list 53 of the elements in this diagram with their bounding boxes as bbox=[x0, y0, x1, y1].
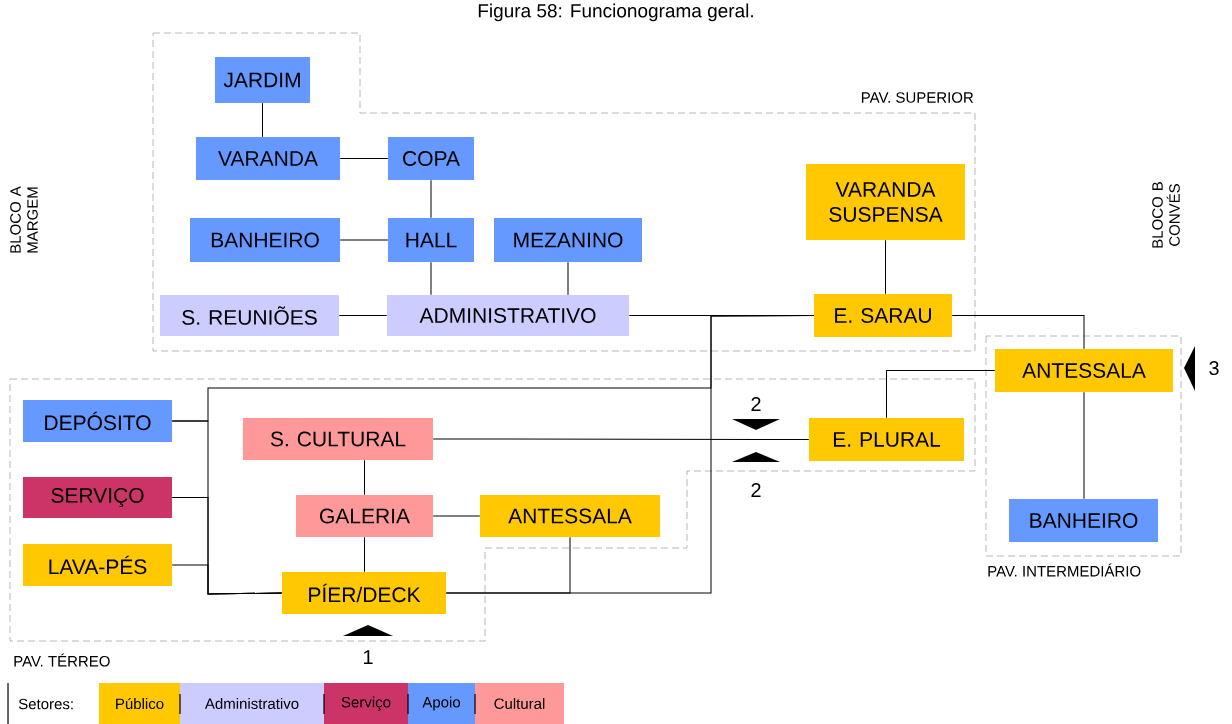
room-box: MEZANINO bbox=[494, 218, 642, 262]
room-box: VARANDA bbox=[196, 137, 340, 180]
legend-item: Administrativo bbox=[180, 683, 324, 724]
floor-label: PAV. TÉRREO bbox=[14, 653, 110, 667]
room-box: S. CULTURAL bbox=[243, 418, 433, 460]
connector-line bbox=[951, 315, 1085, 350]
room-box: LAVA-PÉS bbox=[23, 544, 172, 586]
connector-line bbox=[885, 239, 886, 295]
section-number: 2 bbox=[751, 397, 761, 411]
connector-line bbox=[432, 438, 810, 440]
room-box: SERVIÇO bbox=[23, 477, 172, 518]
room-box: E. PLURAL bbox=[809, 418, 964, 461]
connector-line bbox=[1083, 391, 1085, 500]
connector-line bbox=[171, 564, 283, 595]
room-box: ANTESSALA bbox=[480, 495, 660, 537]
connector-line bbox=[567, 261, 569, 296]
room-box: E. SARAU bbox=[814, 294, 952, 337]
connector-line bbox=[430, 179, 432, 219]
section-number: 1 bbox=[363, 650, 373, 664]
legend-item: Cultural bbox=[475, 683, 564, 724]
connector-line bbox=[339, 158, 389, 159]
room-box: ADMINISTRATIVO bbox=[387, 295, 629, 336]
connector-line bbox=[364, 536, 365, 573]
room-box: BANHEIRO bbox=[190, 218, 340, 262]
connector-line bbox=[339, 239, 389, 241]
room-box: JARDIM bbox=[215, 57, 310, 103]
room-box: S. REUNIÕES bbox=[160, 295, 339, 336]
room-box: DEPÓSITO bbox=[23, 400, 172, 442]
connector-line bbox=[432, 515, 481, 517]
room-box: ANTESSALA bbox=[995, 349, 1173, 392]
connector-line bbox=[338, 315, 388, 316]
section-number: 3 bbox=[1209, 360, 1219, 376]
legend-title: Setores: bbox=[18, 698, 73, 710]
block-label: BLOCO A MARGEM bbox=[10, 186, 38, 253]
connector-line bbox=[262, 102, 263, 138]
connector-line bbox=[364, 459, 365, 496]
room-box: COPA bbox=[388, 137, 474, 180]
connector-line bbox=[430, 261, 432, 296]
floor-label: PAV. INTERMEDIÁRIO bbox=[988, 563, 1141, 577]
figure-caption: Figura 58: Funcionograma geral. bbox=[478, 3, 753, 22]
block-label: BLOCO B CONVÉS bbox=[1152, 182, 1180, 248]
room-box: PÍER/DECK bbox=[282, 572, 446, 614]
legend-item: Serviço bbox=[324, 683, 408, 724]
legend-item: Apoio bbox=[408, 683, 475, 724]
room-box: BANHEIRO bbox=[1009, 499, 1158, 542]
room-box: GALERIA bbox=[296, 495, 433, 537]
connector-line bbox=[171, 315, 815, 422]
section-number: 2 bbox=[751, 483, 761, 497]
connector-line bbox=[886, 370, 996, 419]
room-box: HALL bbox=[388, 218, 474, 262]
room-box: VARANDA SUSPENSA bbox=[806, 164, 965, 240]
legend-item: Público bbox=[99, 683, 180, 724]
floor-label: PAV. SUPERIOR bbox=[861, 92, 974, 103]
